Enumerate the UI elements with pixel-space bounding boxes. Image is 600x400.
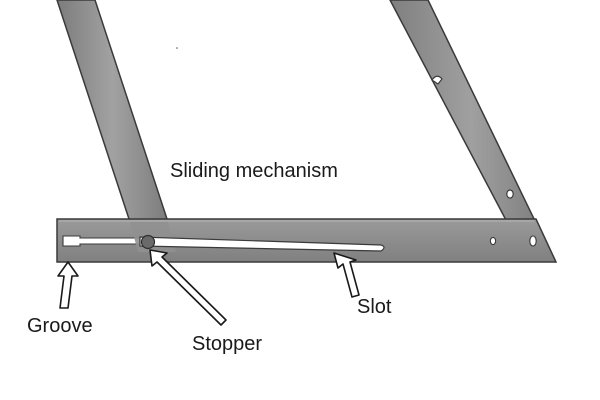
- stopper-arrow: [149, 249, 227, 326]
- arm-hole: [506, 189, 514, 199]
- groove-arrow: [57, 261, 79, 309]
- bar-hole-2: [529, 235, 537, 247]
- slot: [139, 236, 385, 252]
- groove: [62, 235, 141, 247]
- slot-label: Slot: [357, 296, 392, 318]
- right-arm: [389, 0, 553, 257]
- arm-notch: [431, 75, 443, 85]
- slot-arrow: [333, 252, 360, 298]
- stopper-label: Stopper: [192, 333, 262, 355]
- stopper: [140, 234, 156, 250]
- diagram-title: Sliding mechanism: [170, 160, 338, 182]
- groove-label: Groove: [27, 315, 93, 337]
- speck: [176, 47, 178, 49]
- left-arm: [56, 0, 170, 223]
- bar-hole-1: [489, 236, 497, 246]
- horizontal-bar: [56, 218, 558, 263]
